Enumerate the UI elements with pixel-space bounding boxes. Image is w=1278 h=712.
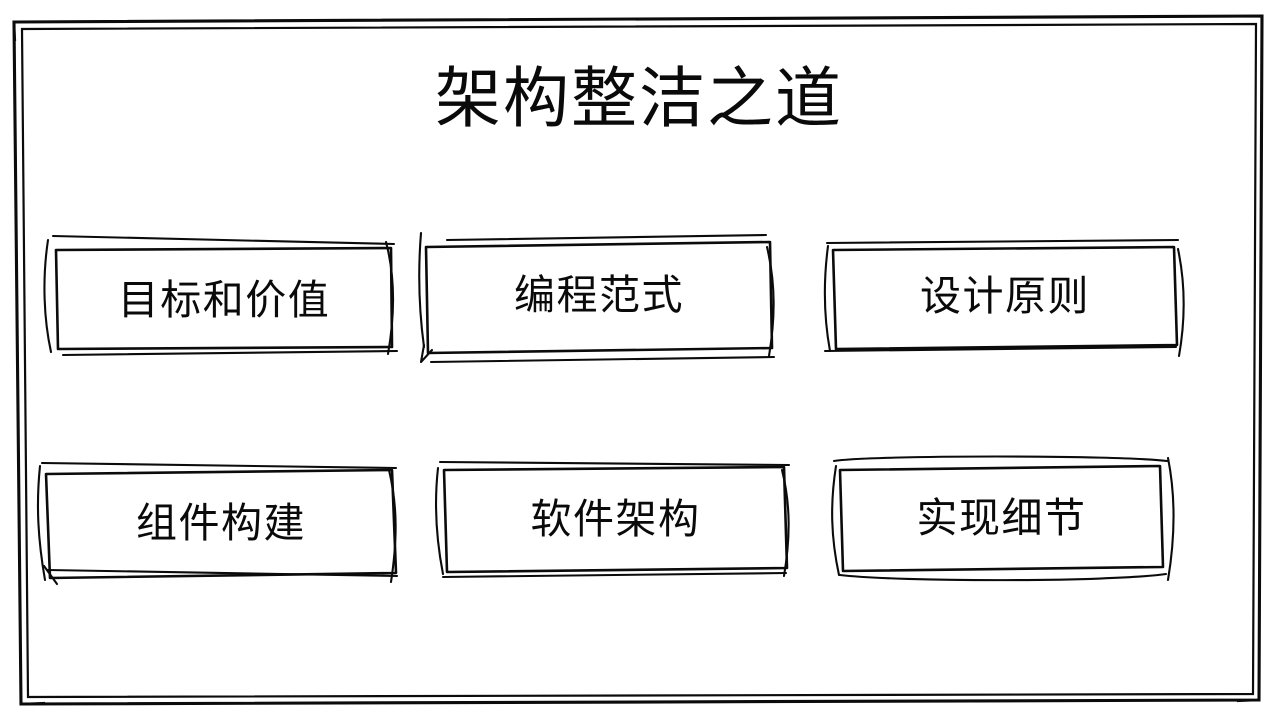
node-label-software-architecture[interactable]: 软件架构 xyxy=(530,495,701,542)
node-label-component-building[interactable]: 组件构建 xyxy=(136,499,306,546)
node-label-design-principles[interactable]: 设计原则 xyxy=(920,273,1090,319)
node-label-programming-paradigms[interactable]: 编程范式 xyxy=(514,272,684,318)
page-title: 架构整洁之道 xyxy=(435,61,843,135)
node-label-implementation-details[interactable]: 实现细节 xyxy=(916,494,1087,541)
node-label-goals-and-values[interactable]: 目标和价值 xyxy=(117,276,331,323)
